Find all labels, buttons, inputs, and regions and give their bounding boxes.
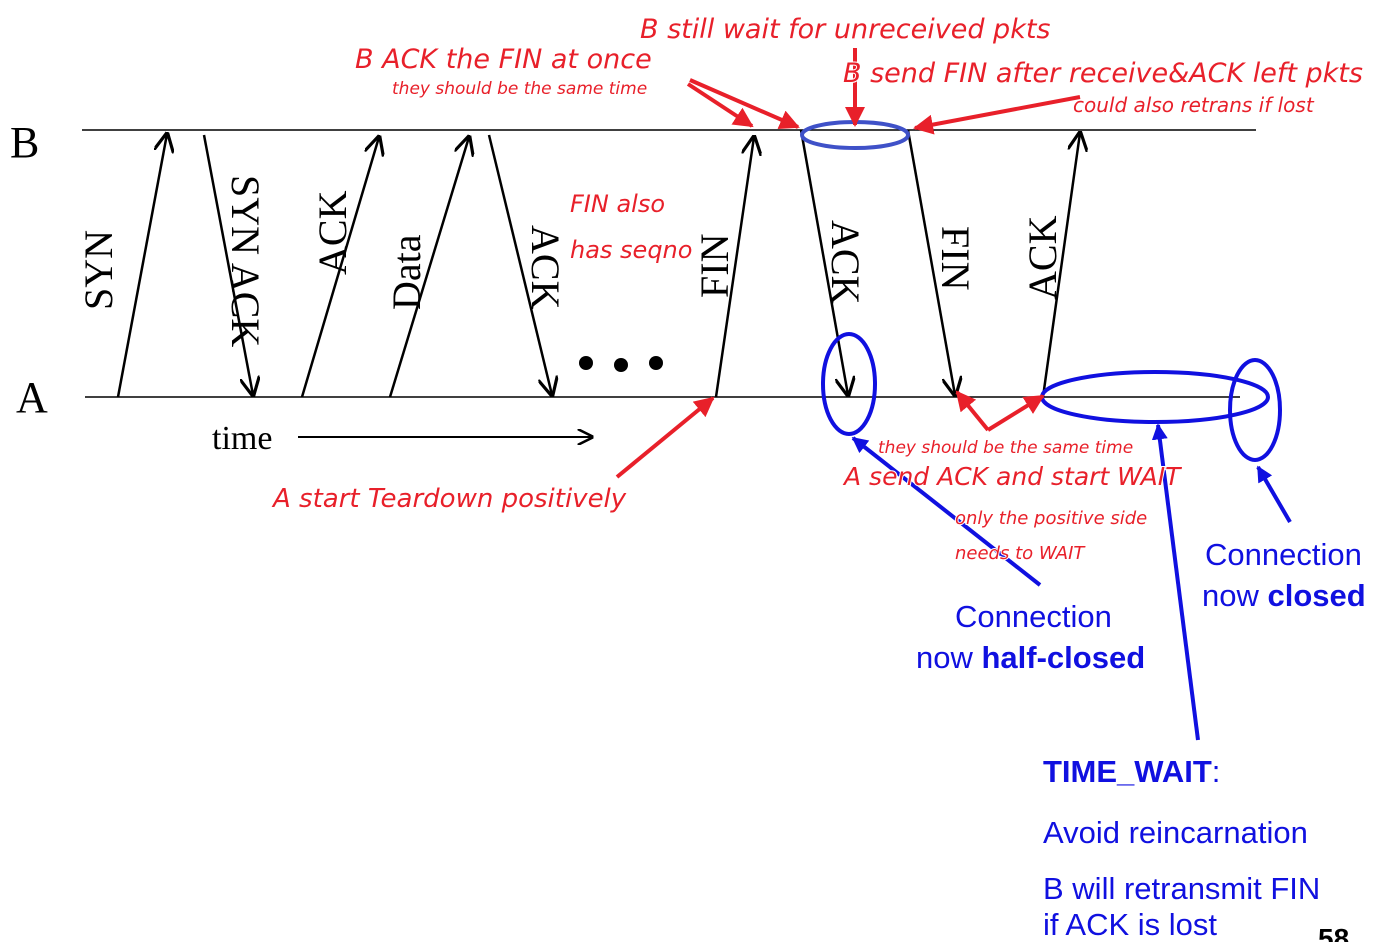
half-closed-note-line1: Connection <box>955 599 1112 634</box>
annotation-b-send-fin: B send FIN after receive&ACK left pkts <box>843 58 1363 89</box>
annotation-a-start: A start Teardown positively <box>271 484 627 514</box>
closed-pointer <box>1256 465 1292 524</box>
annotation-positive-1: only the positive side <box>955 508 1147 529</box>
annotation-a-send-ack: A send ACK and start WAIT <box>842 462 1182 491</box>
annotation-fin-seqno-1: FIN also <box>570 190 665 218</box>
annotation-positive-2: needs to WAIT <box>955 543 1086 564</box>
fin-b-arrow <box>906 129 955 395</box>
ack-b-label: ACK <box>823 220 868 305</box>
annotation-arrow <box>955 390 990 432</box>
time-wait-reason-1: Avoid reincarnation <box>1043 815 1308 850</box>
page-number: 58 <box>1318 923 1349 942</box>
ack-label-1: ACK <box>310 190 355 275</box>
annotation-same-time-1: they should be the same time <box>392 79 647 99</box>
fin-a-arrow <box>714 137 754 398</box>
annotation-b-still-wait: B still wait for unreceived pkts <box>640 14 1050 45</box>
ack-arrow-1 <box>300 137 379 398</box>
annotation-same-time-2: they should be the same time <box>878 438 1133 458</box>
ack-a-label: ACK <box>1020 215 1065 300</box>
annotation-arrow <box>986 394 1045 432</box>
closed-note-line2: now closed <box>1202 578 1366 613</box>
annotation-arrow <box>689 78 800 129</box>
ack-label-2: ACK <box>523 225 568 310</box>
syn-arrow <box>116 134 167 398</box>
syn-label: SYN <box>76 230 121 310</box>
time-wait-reason-3: if ACK is lost <box>1043 907 1217 942</box>
host-a-label: A <box>16 373 48 422</box>
time-wait-title: TIME_WAIT: <box>1043 754 1220 789</box>
ack-b-arrow <box>799 129 848 395</box>
annotation-b-ack-fin: B ACK the FIN at once <box>355 44 652 75</box>
fin-a-label: FIN <box>692 234 737 298</box>
half-closed-ellipse <box>821 332 877 436</box>
annotation-arrow <box>913 95 1081 135</box>
closed-ellipse <box>1228 358 1282 462</box>
data-label: Data <box>384 234 429 310</box>
time-wait-pointer <box>1151 423 1200 741</box>
time-label: time <box>212 420 272 457</box>
data-arrow <box>388 137 469 398</box>
ellipsis-dots <box>579 356 663 372</box>
half-closed-pointer <box>851 436 1042 587</box>
ack-a-arrow <box>1041 133 1080 398</box>
closed-note-line1: Connection <box>1205 537 1362 572</box>
synack-arrow <box>202 134 253 395</box>
annotation-fin-seqno-2: has seqno <box>570 236 692 264</box>
half-closed-note-line2: now half-closed <box>916 640 1145 675</box>
synack-label: SYN ACK <box>223 175 268 347</box>
annotation-arrow <box>686 82 754 128</box>
fin-b-label: FIN <box>933 226 978 290</box>
fin-receipt-ellipse <box>800 120 910 150</box>
ack-arrow-2 <box>487 134 552 395</box>
annotation-retrans: could also retrans if lost <box>1073 93 1315 117</box>
time-wait-reason-2: B will retransmit FIN <box>1043 871 1320 906</box>
annotation-arrow <box>615 396 715 479</box>
host-b-label: B <box>10 118 39 167</box>
